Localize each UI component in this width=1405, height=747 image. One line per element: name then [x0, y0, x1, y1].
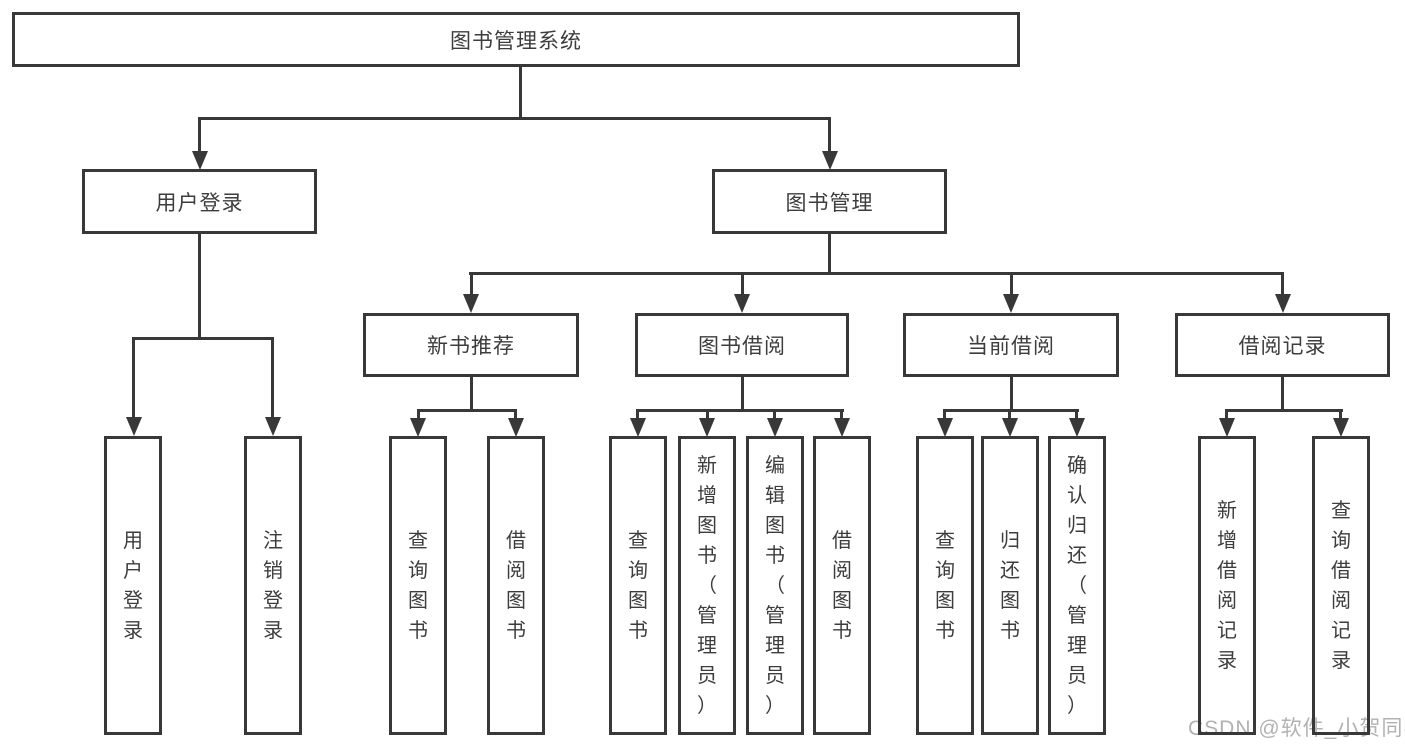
connector-stub-borrow-records — [1281, 272, 1284, 294]
node-user-login-label: 用户登录 — [155, 191, 244, 215]
arrowhead-down-cb-query — [937, 418, 953, 437]
connector-stub-current-borrow — [1010, 272, 1013, 294]
leaf-cb-query-books-label: 查 询 图 书 — [935, 529, 955, 642]
node-current-borrow: 当前借阅 — [903, 313, 1119, 377]
leaf-logout: 注 销 登 录 — [244, 436, 302, 735]
connector-stub-bb-edit — [773, 409, 776, 419]
arrowhead-down-book-mgmt — [822, 151, 838, 170]
node-new-books-label: 新书推荐 — [427, 335, 515, 358]
leaf-bb-borrow-books: 借 阅 图 书 — [813, 436, 871, 735]
connector-stub-bb-query — [636, 409, 639, 419]
node-book-borrow: 图书借阅 — [635, 313, 849, 377]
connector-borrow-records-bus — [1225, 409, 1343, 412]
leaf-nb-borrow-books-label: 借 阅 图 书 — [506, 529, 526, 642]
node-book-mgmt-label: 图书管理 — [785, 191, 874, 215]
arrowhead-down-ul-login — [126, 417, 142, 436]
arrowhead-down-bb-add — [699, 418, 715, 437]
connector-stub-cb-confirm — [1075, 409, 1078, 419]
arrowhead-down-bb-borrow — [834, 418, 850, 437]
node-root-label: 图书管理系统 — [450, 29, 582, 53]
connector-level3-bus — [469, 272, 1284, 275]
connector-root-trunk — [519, 67, 522, 117]
connector-current-borrow-trunk — [1010, 377, 1013, 409]
connector-stub-bb-borrow — [840, 409, 843, 419]
arrowhead-down-book-borrow — [734, 294, 750, 313]
connector-level1-bus — [198, 117, 831, 120]
leaf-logout-label: 注 销 登 录 — [263, 529, 283, 642]
arrowhead-down-user-login — [192, 151, 208, 170]
arrowhead-down-cb-return — [1002, 418, 1018, 437]
node-borrow-records-label: 借阅记录 — [1238, 335, 1327, 358]
leaf-cb-query-books: 查 询 图 书 — [916, 436, 974, 735]
node-book-mgmt: 图书管理 — [712, 169, 947, 234]
leaf-cb-return-books: 归 还 图 书 — [981, 436, 1039, 735]
arrowhead-down-bb-edit — [767, 418, 783, 437]
connector-stub-new-books — [470, 272, 473, 294]
connector-stub-bb-add — [706, 409, 709, 419]
leaf-nb-query-books: 查 询 图 书 — [389, 436, 447, 735]
connector-stub-cb-return — [1008, 409, 1011, 419]
connector-book-borrow-trunk — [741, 377, 744, 409]
arrowhead-down-bb-query — [630, 418, 646, 437]
connector-stub-book-mgmt — [828, 117, 831, 153]
connector-book-borrow-bus — [636, 409, 844, 412]
arrowhead-down-current-borrow — [1003, 294, 1019, 313]
connector-stub-br-query — [1339, 409, 1342, 419]
connector-stub-ul-login — [132, 337, 135, 418]
leaf-user-login: 用 户 登 录 — [104, 436, 162, 735]
connector-stub-nb-query — [417, 409, 420, 419]
connector-new-books-trunk — [470, 377, 473, 409]
connector-book-mgmt-trunk — [828, 234, 831, 272]
node-book-borrow-label: 图书借阅 — [698, 335, 786, 358]
node-new-books: 新书推荐 — [363, 313, 579, 377]
arrowhead-down-new-books — [463, 294, 479, 313]
leaf-bb-query-books-label: 查 询 图 书 — [628, 529, 648, 642]
leaf-br-add-record: 新 增 借 阅 记 录 — [1198, 436, 1256, 735]
node-user-login: 用户登录 — [82, 169, 317, 234]
node-borrow-records: 借阅记录 — [1175, 313, 1390, 377]
leaf-bb-query-books: 查 询 图 书 — [609, 436, 667, 735]
leaf-bb-borrow-books-label: 借 阅 图 书 — [832, 529, 852, 642]
leaf-nb-query-books-label: 查 询 图 书 — [408, 529, 428, 642]
leaf-br-add-record-label: 新 增 借 阅 记 录 — [1217, 499, 1237, 672]
leaf-cb-confirm-return: 确 认 归 还 （ 管 理 员 ） — [1048, 436, 1106, 735]
arrowhead-down-borrow-records — [1275, 294, 1291, 313]
connector-stub-book-borrow — [741, 272, 744, 294]
connector-current-borrow-bus — [943, 409, 1079, 412]
leaf-bb-edit-books-label: 编 辑 图 书 （ 管 理 员 ） — [765, 454, 785, 717]
connector-stub-cb-query — [943, 409, 946, 419]
leaf-br-query-record-label: 查 询 借 阅 记 录 — [1331, 499, 1351, 672]
connector-new-books-bus — [417, 409, 517, 412]
connector-user-login-trunk — [198, 234, 201, 337]
connector-stub-br-add — [1225, 409, 1228, 419]
arrowhead-down-nb-borrow — [508, 418, 524, 437]
connector-stub-nb-borrow — [514, 409, 517, 419]
leaf-nb-borrow-books: 借 阅 图 书 — [487, 436, 545, 735]
leaf-bb-edit-books: 编 辑 图 书 （ 管 理 员 ） — [746, 436, 804, 735]
connector-user-login-bus — [132, 337, 274, 340]
connector-borrow-records-trunk — [1281, 377, 1284, 409]
arrowhead-down-ul-logout — [265, 417, 281, 436]
connector-stub-user-login — [198, 117, 201, 153]
arrowhead-down-cb-confirm — [1069, 418, 1085, 437]
arrowhead-down-br-add — [1219, 418, 1235, 437]
node-root: 图书管理系统 — [12, 12, 1020, 67]
leaf-cb-return-books-label: 归 还 图 书 — [1000, 529, 1020, 642]
leaf-br-query-record: 查 询 借 阅 记 录 — [1312, 436, 1370, 735]
leaf-cb-confirm-return-label: 确 认 归 还 （ 管 理 员 ） — [1067, 454, 1087, 717]
arrowhead-down-nb-query — [410, 418, 426, 437]
leaf-user-login-label: 用 户 登 录 — [123, 529, 143, 642]
connector-stub-ul-logout — [271, 337, 274, 418]
node-current-borrow-label: 当前借阅 — [967, 335, 1055, 358]
csdn-watermark: CSDN @软件_小贺同学 — [1188, 717, 1405, 740]
leaf-bb-add-books: 新 增 图 书 （ 管 理 员 ） — [678, 436, 736, 735]
arrowhead-down-br-query — [1333, 418, 1349, 437]
leaf-bb-add-books-label: 新 增 图 书 （ 管 理 员 ） — [697, 454, 717, 717]
